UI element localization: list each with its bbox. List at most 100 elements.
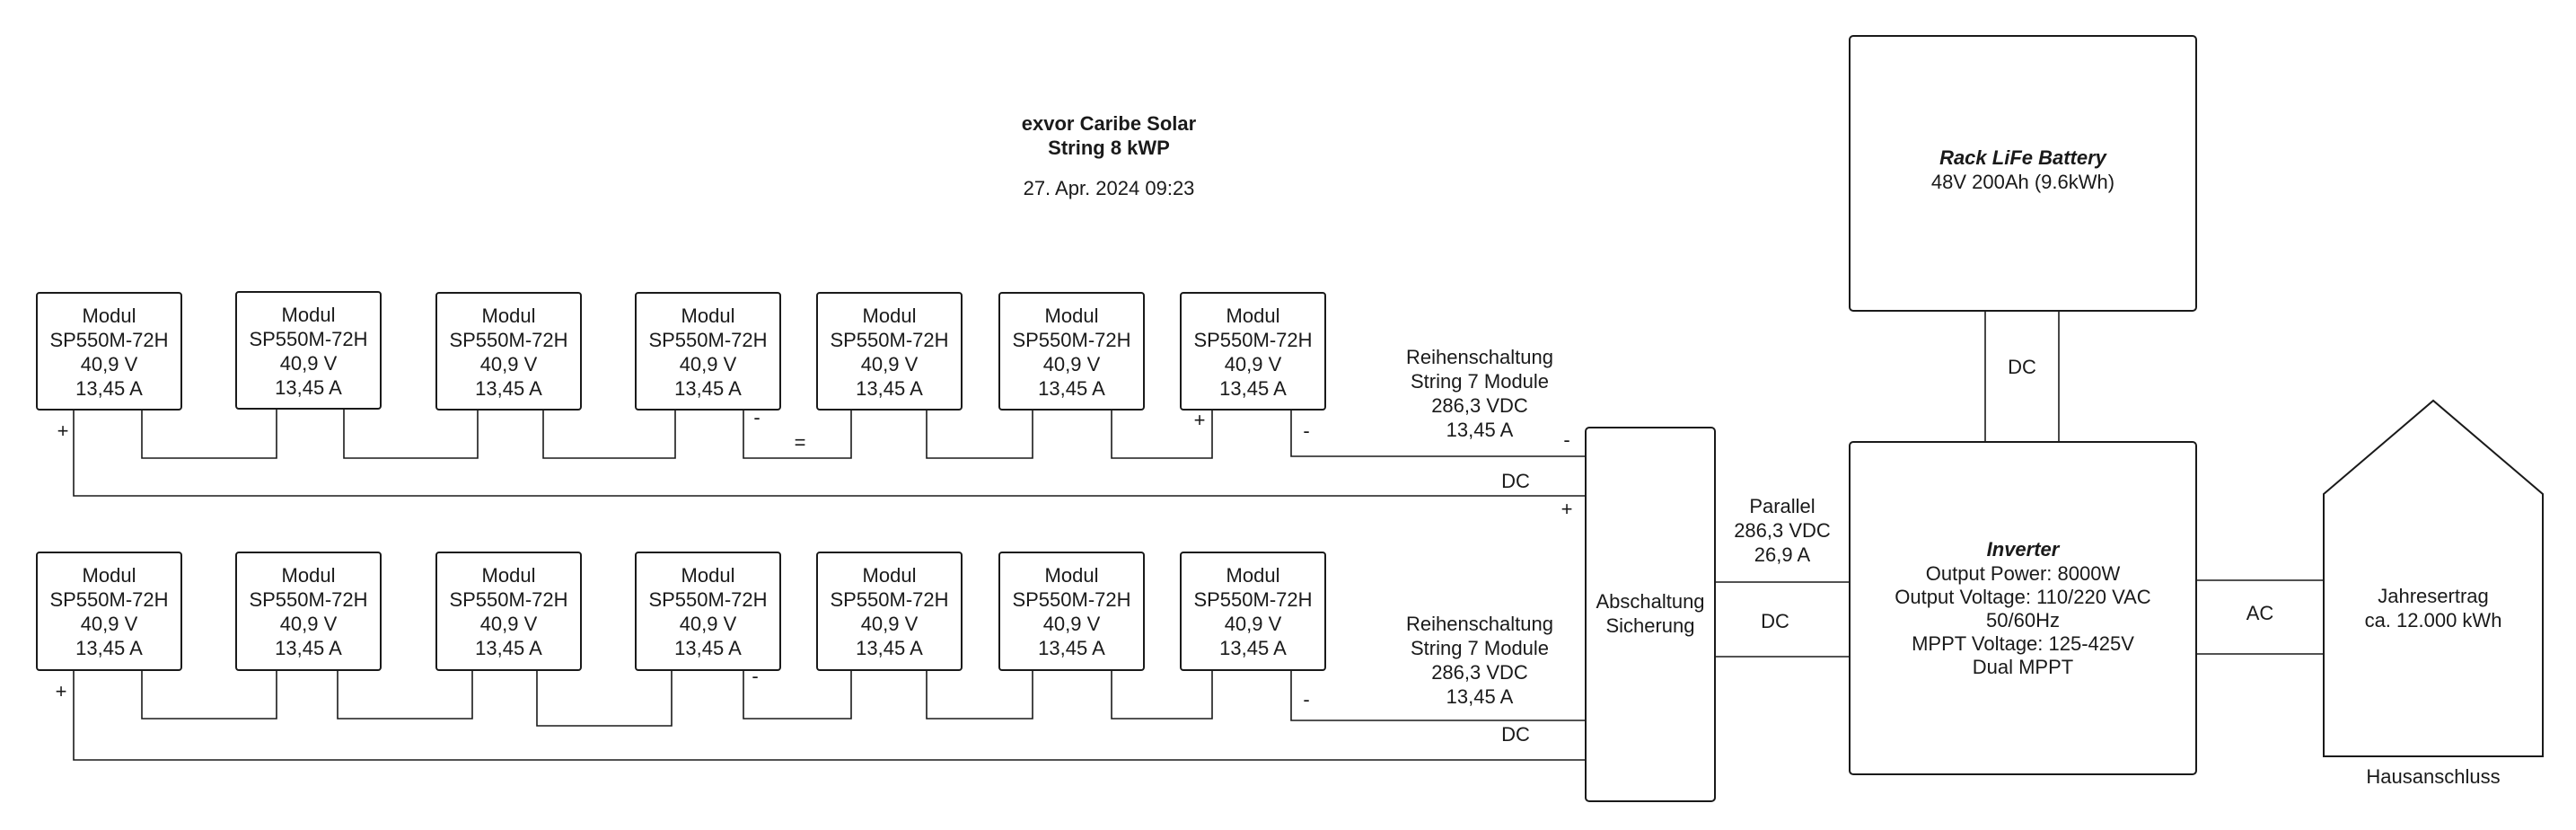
svg-text:13,45 A: 13,45 A [856, 637, 923, 659]
module-1-1: Modul SP550M-72H 40,9 V 13,45 A [36, 292, 182, 411]
svg-text:13,45 A: 13,45 A [75, 377, 143, 400]
battery-box: Rack LiFe Battery 48V 200Ah (9.6kWh) [1849, 35, 2197, 312]
svg-text:Modul: Modul [482, 564, 536, 587]
dc-label: DC [1761, 610, 1789, 632]
plus-marker: + [57, 419, 69, 442]
svg-text:286,3 VDC: 286,3 VDC [1431, 394, 1528, 417]
svg-text:13,45 A: 13,45 A [1219, 637, 1287, 659]
string-1-caption: Reihenschaltung String 7 Module 286,3 VD… [1406, 346, 1553, 441]
annual-yield-value: ca. 12.000 kWh [2365, 609, 2502, 631]
svg-text:286,3 VDC: 286,3 VDC [1734, 519, 1831, 542]
house-connection: Jahresertrag ca. 12.000 kWh [2323, 399, 2544, 757]
svg-text:Sicherung: Sicherung [1605, 614, 1694, 637]
module-1-6: Modul SP550M-72H 40,9 V 13,45 A [998, 292, 1145, 411]
svg-text:Modul: Modul [1045, 564, 1099, 587]
battery-spec: 48V 200Ah (9.6kWh) [1931, 171, 2114, 193]
svg-text:Modul: Modul [863, 564, 917, 587]
svg-text:Modul: Modul [1045, 305, 1099, 327]
parallel-caption: Parallel 286,3 VDC 26,9 A [1734, 495, 1831, 566]
module-1-7: Modul SP550M-72H 40,9 V 13,45 A [1180, 292, 1326, 411]
svg-text:40,9 V: 40,9 V [680, 353, 737, 375]
string-2-wires [73, 670, 1586, 761]
svg-text:Output Power: 8000W: Output Power: 8000W [1926, 562, 2121, 585]
svg-text:SP550M-72H: SP550M-72H [648, 329, 767, 351]
svg-text:13,45 A: 13,45 A [475, 637, 542, 659]
svg-text:13,45 A: 13,45 A [1446, 685, 1514, 708]
svg-text:String 7 Module: String 7 Module [1411, 370, 1549, 393]
module-1-2: Modul SP550M-72H 40,9 V 13,45 A [235, 291, 382, 410]
svg-text:40,9 V: 40,9 V [81, 353, 138, 375]
svg-text:40,9 V: 40,9 V [480, 353, 538, 375]
diagram-date: 27. Apr. 2024 09:23 [1024, 177, 1195, 199]
inverter-box: Inverter Output Power: 8000W Output Volt… [1849, 441, 2197, 775]
svg-text:40,9 V: 40,9 V [280, 613, 338, 635]
svg-text:Output Voltage: 110/220 VAC: Output Voltage: 110/220 VAC [1895, 586, 2151, 608]
svg-text:40,9 V: 40,9 V [680, 613, 737, 635]
plus-marker: + [56, 680, 67, 702]
system-wires [1715, 311, 2324, 658]
svg-text:SP550M-72H: SP550M-72H [249, 328, 367, 350]
svg-text:40,9 V: 40,9 V [480, 613, 538, 635]
svg-text:Modul: Modul [83, 305, 136, 327]
svg-text:13,45 A: 13,45 A [75, 637, 143, 659]
svg-text:13,45 A: 13,45 A [674, 637, 742, 659]
module-2-2: Modul SP550M-72H 40,9 V 13,45 A [235, 552, 382, 671]
dc-label: DC [1501, 470, 1530, 492]
module-1-4: Modul SP550M-72H 40,9 V 13,45 A [635, 292, 781, 411]
svg-text:Modul: Modul [863, 305, 917, 327]
svg-text:13,45 A: 13,45 A [1038, 377, 1105, 400]
module-2-5: Modul SP550M-72H 40,9 V 13,45 A [816, 552, 963, 671]
svg-text:MPPT Voltage: 125-425V: MPPT Voltage: 125-425V [1912, 632, 2134, 655]
svg-text:40,9 V: 40,9 V [1225, 353, 1282, 375]
svg-text:40,9 V: 40,9 V [1043, 353, 1101, 375]
svg-text:13,45 A: 13,45 A [1219, 377, 1287, 400]
svg-text:SP550M-72H: SP550M-72H [1012, 588, 1130, 611]
svg-text:26,9 A: 26,9 A [1754, 543, 1811, 566]
svg-text:40,9 V: 40,9 V [861, 353, 919, 375]
switch-fuse-box: Abschaltung Sicherung [1585, 427, 1716, 802]
module-2-7: Modul SP550M-72H 40,9 V 13,45 A [1180, 552, 1326, 671]
svg-text:Modul: Modul [282, 564, 336, 587]
plus-marker: + [1194, 409, 1206, 431]
svg-text:Modul: Modul [681, 305, 735, 327]
svg-text:13,45 A: 13,45 A [1038, 637, 1105, 659]
svg-text:Modul: Modul [282, 304, 336, 326]
module-2-3: Modul SP550M-72H 40,9 V 13,45 A [435, 552, 582, 671]
svg-text:String 7 Module: String 7 Module [1411, 637, 1549, 659]
svg-text:SP550M-72H: SP550M-72H [49, 329, 168, 351]
battery-title: Rack LiFe Battery [1939, 146, 2108, 169]
svg-text:13,45 A: 13,45 A [856, 377, 923, 400]
annual-yield-label: Jahresertrag [2378, 585, 2489, 607]
svg-text:SP550M-72H: SP550M-72H [449, 329, 567, 351]
svg-text:13,45 A: 13,45 A [674, 377, 742, 400]
minus-marker: - [1303, 419, 1309, 442]
svg-text:40,9 V: 40,9 V [861, 613, 919, 635]
svg-text:13,45 A: 13,45 A [1446, 419, 1514, 441]
house-caption: Hausanschluss [2366, 765, 2500, 788]
plus-marker: + [1561, 498, 1573, 520]
dc-label: DC [2008, 356, 2036, 378]
svg-text:Reihenschaltung: Reihenschaltung [1406, 346, 1553, 368]
svg-text:SP550M-72H: SP550M-72H [1193, 329, 1312, 351]
svg-text:Modul: Modul [1226, 305, 1280, 327]
svg-text:SP550M-72H: SP550M-72H [449, 588, 567, 611]
inverter-title: Inverter [1987, 538, 2061, 561]
module-1-3: Modul SP550M-72H 40,9 V 13,45 A [435, 292, 582, 411]
svg-text:SP550M-72H: SP550M-72H [249, 588, 367, 611]
string-2-markers: + - - [56, 665, 1310, 711]
string-2: Modul SP550M-72H 40,9 V 13,45 A Modul SP… [36, 552, 1326, 671]
svg-text:Reihenschaltung: Reihenschaltung [1406, 613, 1553, 635]
diagram-title: exvor Caribe Solar [1022, 112, 1197, 135]
svg-text:Dual MPPT: Dual MPPT [1973, 656, 2073, 678]
svg-text:13,45 A: 13,45 A [475, 377, 542, 400]
svg-text:286,3 VDC: 286,3 VDC [1431, 661, 1528, 684]
svg-text:13,45 A: 13,45 A [275, 637, 342, 659]
svg-text:SP550M-72H: SP550M-72H [830, 588, 948, 611]
svg-text:40,9 V: 40,9 V [280, 352, 338, 375]
equals-marker: = [795, 431, 806, 454]
svg-text:40,9 V: 40,9 V [1225, 613, 1282, 635]
svg-text:SP550M-72H: SP550M-72H [49, 588, 168, 611]
svg-text:13,45 A: 13,45 A [275, 376, 342, 399]
svg-text:40,9 V: 40,9 V [81, 613, 138, 635]
